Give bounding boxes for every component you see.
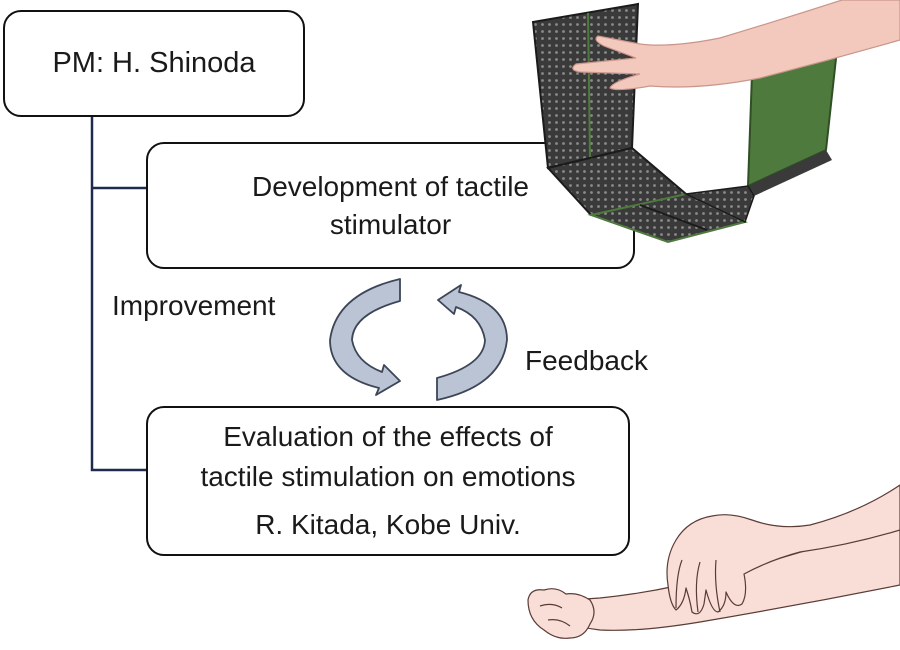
improvement-label: Improvement <box>112 290 276 321</box>
feedback-label: Feedback <box>525 345 648 376</box>
evaluation-title-line1: Evaluation of the effects of <box>223 421 553 452</box>
feedback-arrow <box>436 284 508 401</box>
evaluation-title-line2: tactile stimulation on emotions <box>200 461 576 492</box>
development-title-line1: Development of tactile <box>251 170 530 202</box>
improvement-arrow <box>329 278 401 396</box>
pm-box: PM: H. Shinoda <box>3 10 305 117</box>
evaluation-person: R. Kitada, Kobe Univ. <box>255 509 521 540</box>
development-title-line2: stimulator <box>329 208 452 240</box>
evaluation-box: Evaluation of the effects of tactile sti… <box>146 406 630 556</box>
pm-label: PM: H. Shinoda <box>52 47 256 79</box>
